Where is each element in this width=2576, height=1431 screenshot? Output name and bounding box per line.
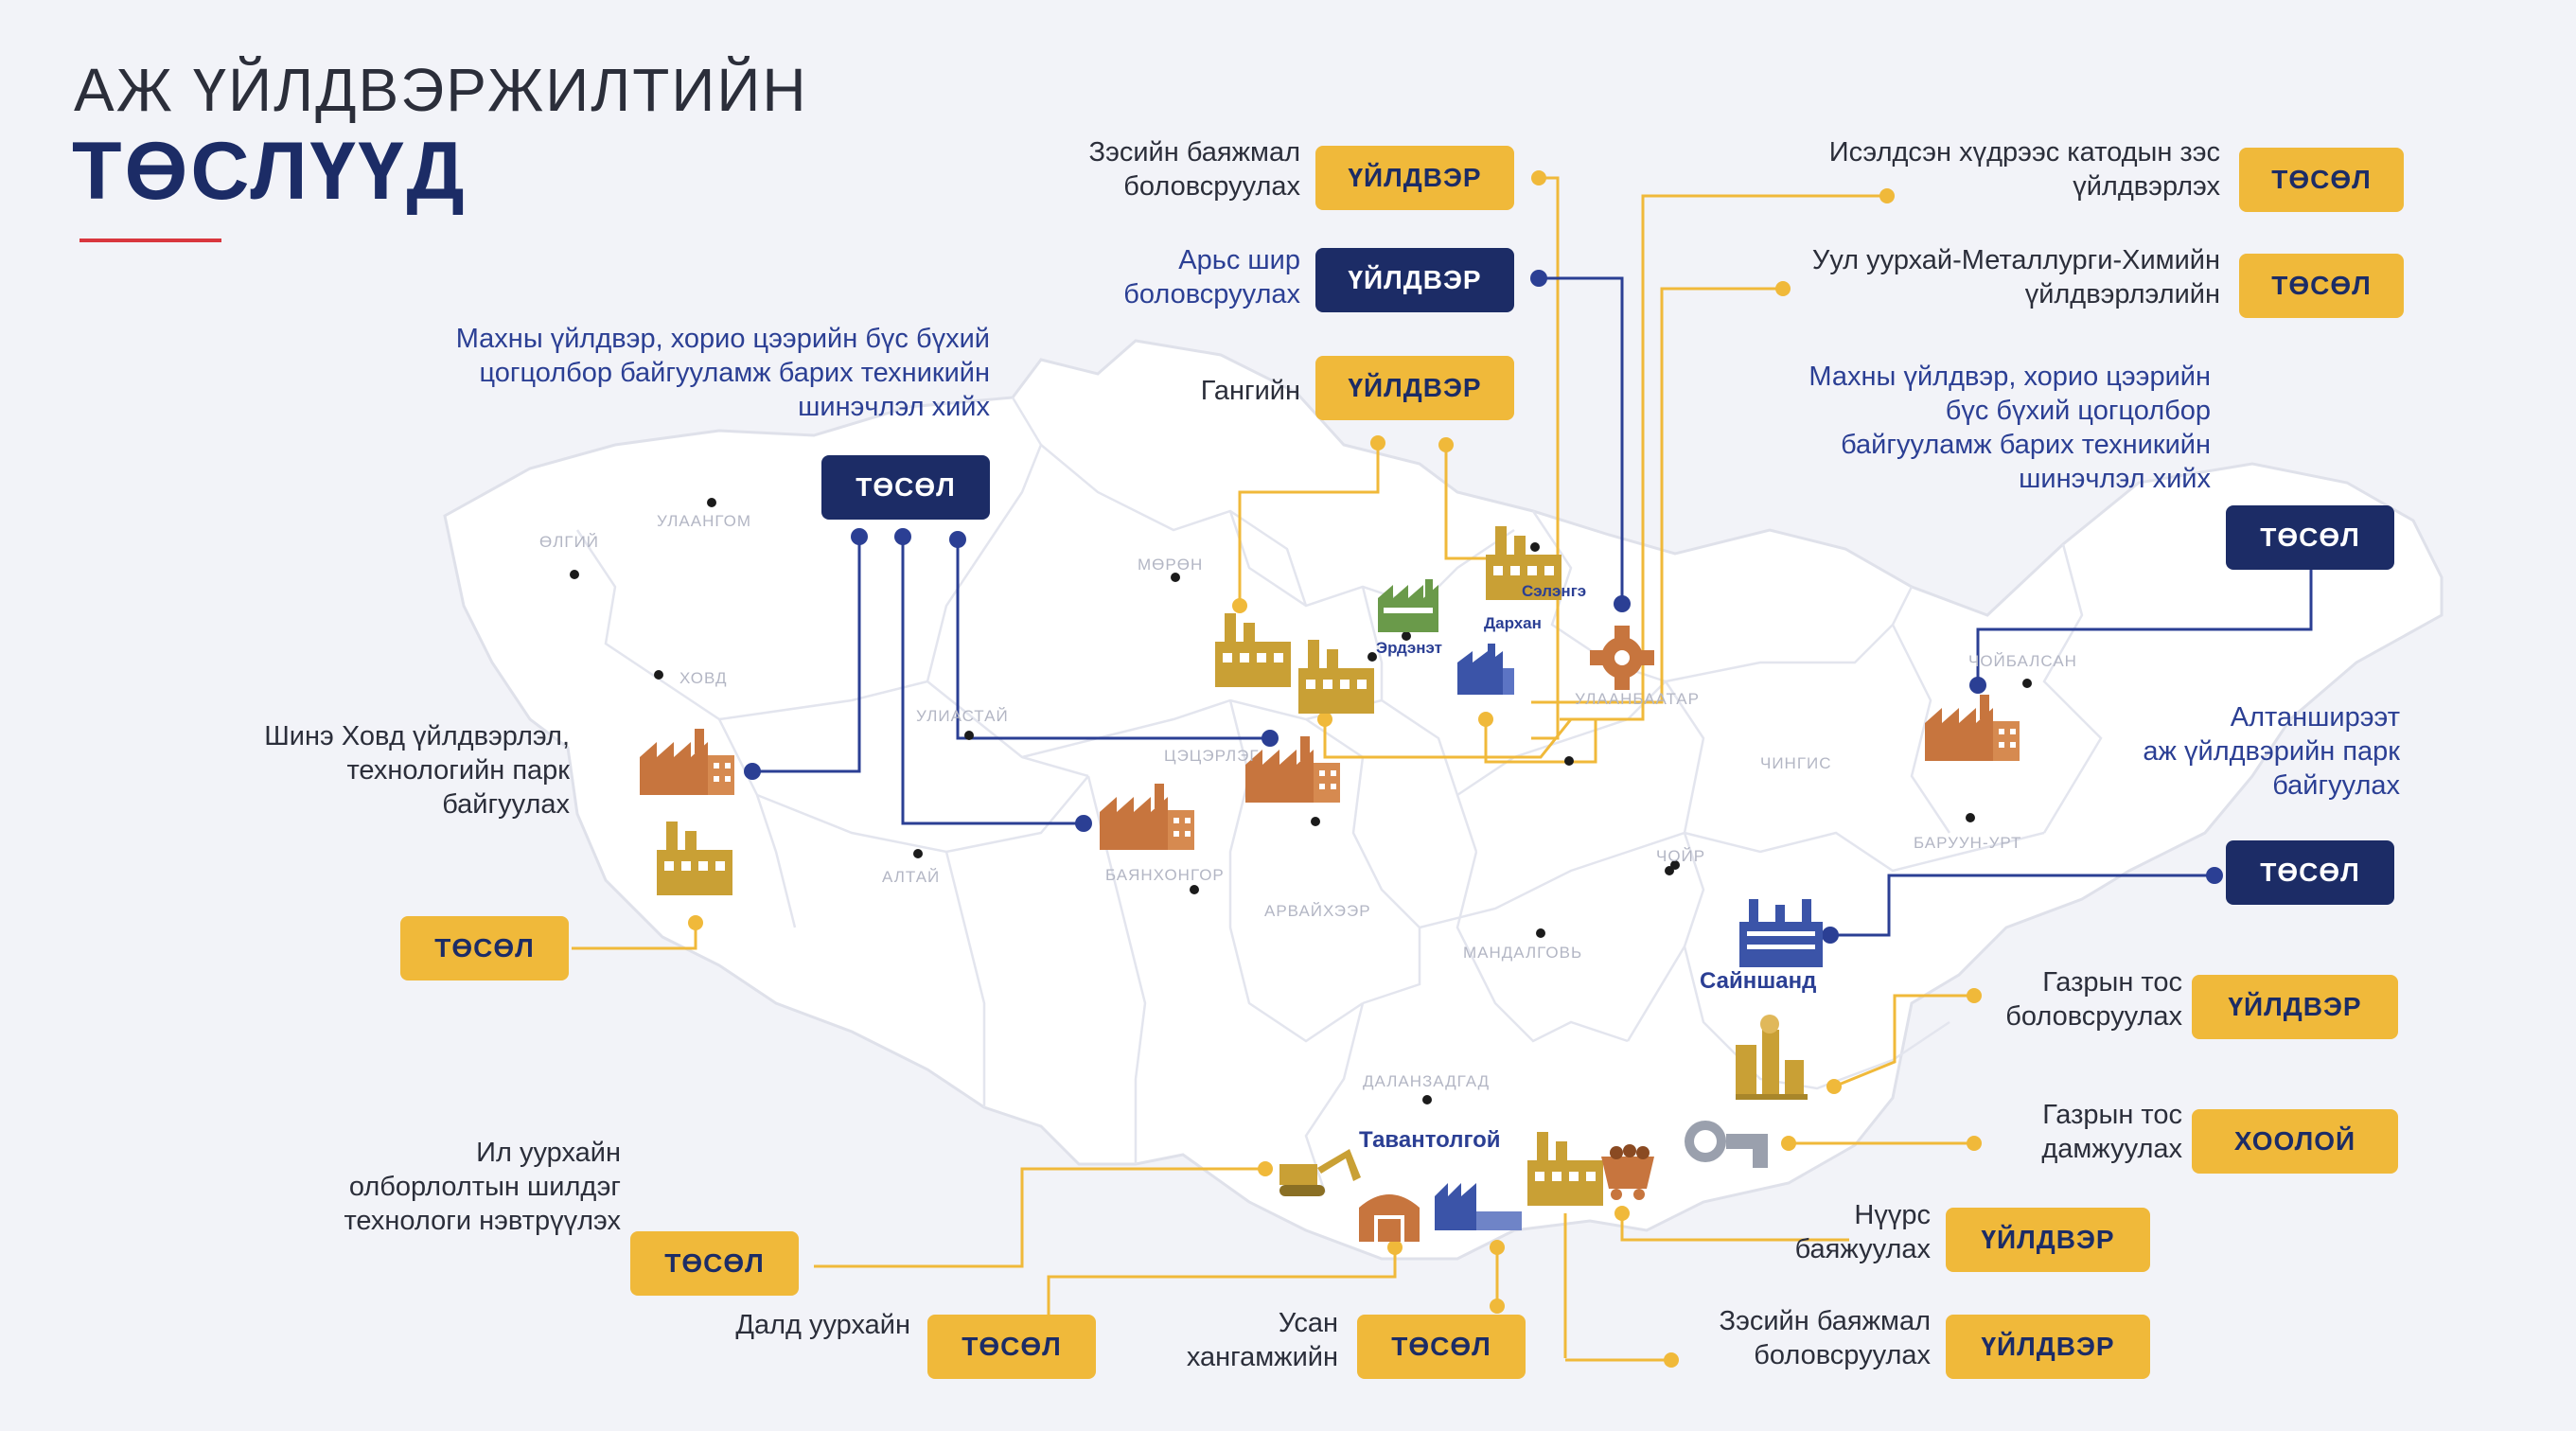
city-dots [570,498,2032,1104]
green-factory-icon [1378,579,1438,632]
project-badge-gazryn-tos-dam: ХООЛОЙ [2192,1109,2398,1174]
project-badge-zes-baijmal-bottom: ҮЙЛДВЭР [1946,1315,2150,1379]
country-outline [443,339,2444,1261]
coal-cart-icon [1601,1144,1654,1200]
pipeline-icon [1685,1121,1768,1168]
project-badge-mah-west: ТӨСӨЛ [821,455,990,520]
city-ulaangom: УЛААНГОМ [657,512,751,530]
connector-dots-navy [744,270,2320,944]
project-badge-ul-uurhai: ТӨСӨЛ [2239,254,2404,318]
title-underline [79,238,221,242]
city-labels: ӨЛГИЙ УЛААНГОМ ХОВД АЛТАЙ УЛИАСТАЙ МӨРӨН… [539,512,2077,1090]
project-label-gazryn-tos-bol: Газрын тос боловсруулах [2005,967,2182,1032]
city-bayanhongor: БАЯНХОНГОР [1105,866,1225,884]
project-badge-dald: ТӨСӨЛ [927,1315,1096,1379]
city-choibalsan: ЧОЙБАЛСАН [1968,652,2077,670]
project-badge-ars-shir: ҮЙЛДВЭР [1315,248,1514,312]
city-arvaiheer: АРВАЙХЭЭР [1264,902,1371,920]
project-badge-katod-zes: ТӨСӨЛ [2239,148,2404,212]
refinery-icon-sainshand [1739,899,1823,967]
project-label-ul-uurhai: Уул уурхай-Металлурги-Химийн үйлдвэрлэли… [1811,245,2220,309]
project-label-altanshiree: Алтанширээт аж үйлдвэрийн парк байгуулах [2143,702,2400,801]
navy-factory-icon-darhan [1457,644,1514,695]
project-label-il-uurhai: Ил уурхайн олборлолтын шилдэг технологи … [344,1138,621,1236]
city-sainshand: Сайншанд [1700,968,1816,994]
project-badge-il-uurhai: ТӨСӨЛ [630,1231,799,1296]
underground-mine-icon [1359,1194,1420,1242]
city-darhan: Дархан [1484,614,1542,632]
project-badge-mah-east: ТӨСӨЛ [2226,505,2394,570]
oil-refinery-icon [1736,1015,1808,1100]
city-uliastai: УЛИАСТАЙ [916,707,1009,725]
project-label-mah-west: Махны үйлдвэр, хорио цээрийн бүс бүхий ц… [455,324,990,422]
page-title-line1: АЖ ҮЙЛДВЭРЖИЛТИЙН [74,56,808,124]
city-tavantolgoi: Тавантолгой [1359,1127,1501,1153]
city-choir: ЧОЙР [1656,847,1705,865]
project-label-gan: Гангийн [1200,376,1300,406]
city-ulaanbaatar: УЛААНБААТАР [1575,690,1700,708]
city-erdenet: Эрдэнэт [1376,639,1442,657]
project-label-zes-baijmal-top: Зэсийн баяжмал боловсруулах [1088,137,1300,202]
project-label-ars-shir: Арьс шир боловсруулах [1123,245,1300,309]
project-label-nuurs: Нүүрс баяжуулах [1794,1200,1931,1264]
city-altai: АЛТАЙ [882,868,940,886]
connector-dots-yellow [688,170,1982,1368]
city-tsetserleg: ЦЭЦЭРЛЭГ [1164,747,1260,765]
city-chingis: ЧИНГИС [1760,754,1832,772]
project-label-gazryn-tos-dam: Газрын тос дамжуулах [2041,1100,2182,1164]
city-dalanzadgad: ДАЛАНЗАДГАД [1363,1072,1490,1090]
city-selenge: Сэлэнгэ [1522,582,1586,600]
city-labels-highlight: Дархан Сэлэнгэ Эрдэнэт Сайншанд Тавантол… [1359,582,1816,1153]
water-plant-icon [1435,1183,1522,1230]
city-hovd: ХОВД [679,669,727,687]
city-mandalgovi: МАНДАЛГОВЬ [1463,944,1582,962]
project-badge-gan: ҮЙЛДВЭР [1315,356,1514,420]
city-baruun-urt: БАРУУН-УРТ [1914,834,2021,852]
project-badge-usan: ТӨСӨЛ [1357,1315,1526,1379]
project-label-katod-zes: Исэлдсэн хүдрээс катодын зэс үйлдвэрлэх [1828,137,2220,202]
project-badge-gazryn-tos-bol: ҮЙЛДВЭР [2192,975,2398,1039]
project-label-mah-east: Махны үйлдвэр, хорио цээрийн бүс бүхий ц… [1808,362,2211,494]
ornament-icon [1590,626,1654,690]
project-label-dald: Далд уурхайн [735,1310,910,1340]
project-badge-zes-baijmal-top: ҮЙЛДВЭР [1315,146,1514,210]
city-ulgii: ӨЛГИЙ [539,533,599,551]
project-badge-nuurs: ҮЙЛДВЭР [1946,1208,2150,1272]
page-title-line2: ТӨСЛҮҮД [72,126,468,217]
project-badge-altanshiree: ТӨСӨЛ [2226,840,2394,905]
project-label-usan: Усан хангамжийн [1186,1308,1338,1372]
project-label-zes-baijmal-bottom: Зэсийн баяжмал боловсруулах [1719,1306,1931,1370]
city-moron: МӨРӨН [1138,556,1203,574]
excavator-icon [1279,1149,1361,1196]
project-badge-hovd: ТӨСӨЛ [400,916,569,980]
project-label-hovd: Шинэ Ховд үйлдвэрлэл, технологийн парк б… [264,721,570,820]
